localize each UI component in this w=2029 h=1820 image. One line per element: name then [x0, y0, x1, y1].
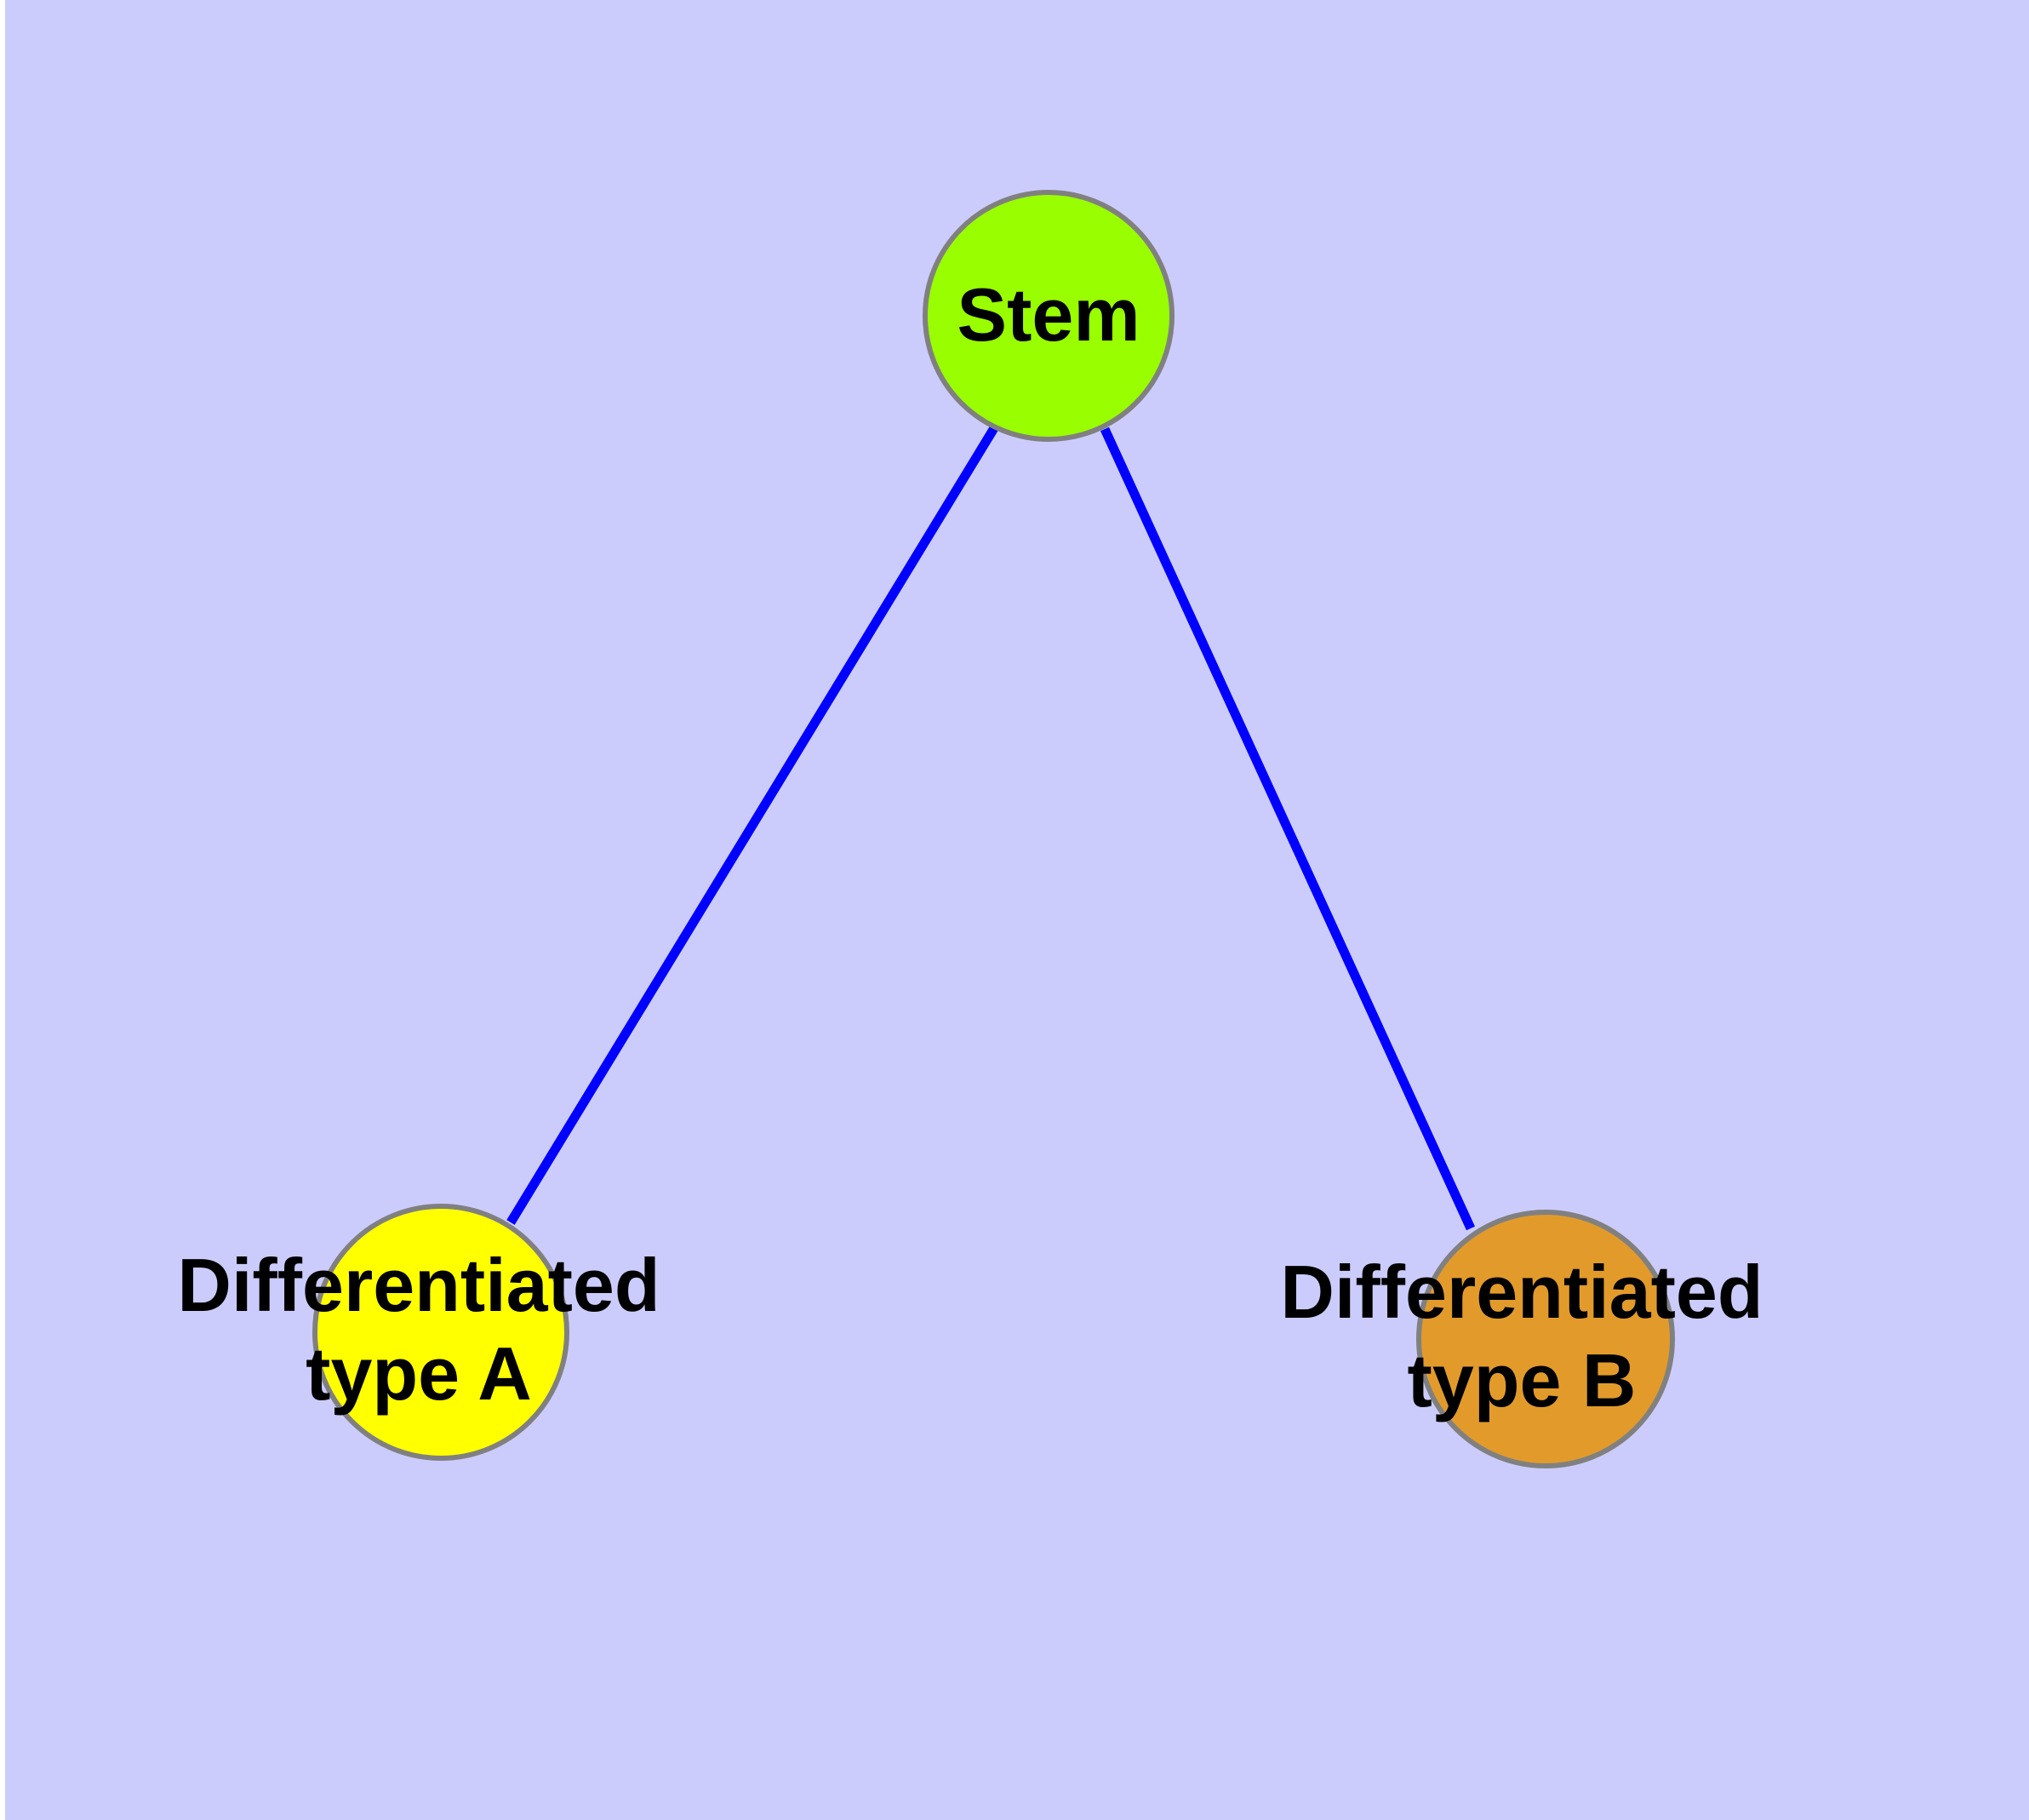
node-stem-circle[interactable] [923, 190, 1175, 442]
edge-stem-to-differentiated-type-a[interactable] [506, 426, 998, 1225]
node-differentiated-type-b-circle[interactable] [1416, 1210, 1675, 1468]
node-layer [312, 190, 1675, 1468]
edge-stem-to-differentiated-type-b[interactable] [1100, 426, 1476, 1231]
edge-layer [506, 426, 1476, 1231]
node-differentiated-type-a-circle[interactable] [312, 1204, 569, 1461]
